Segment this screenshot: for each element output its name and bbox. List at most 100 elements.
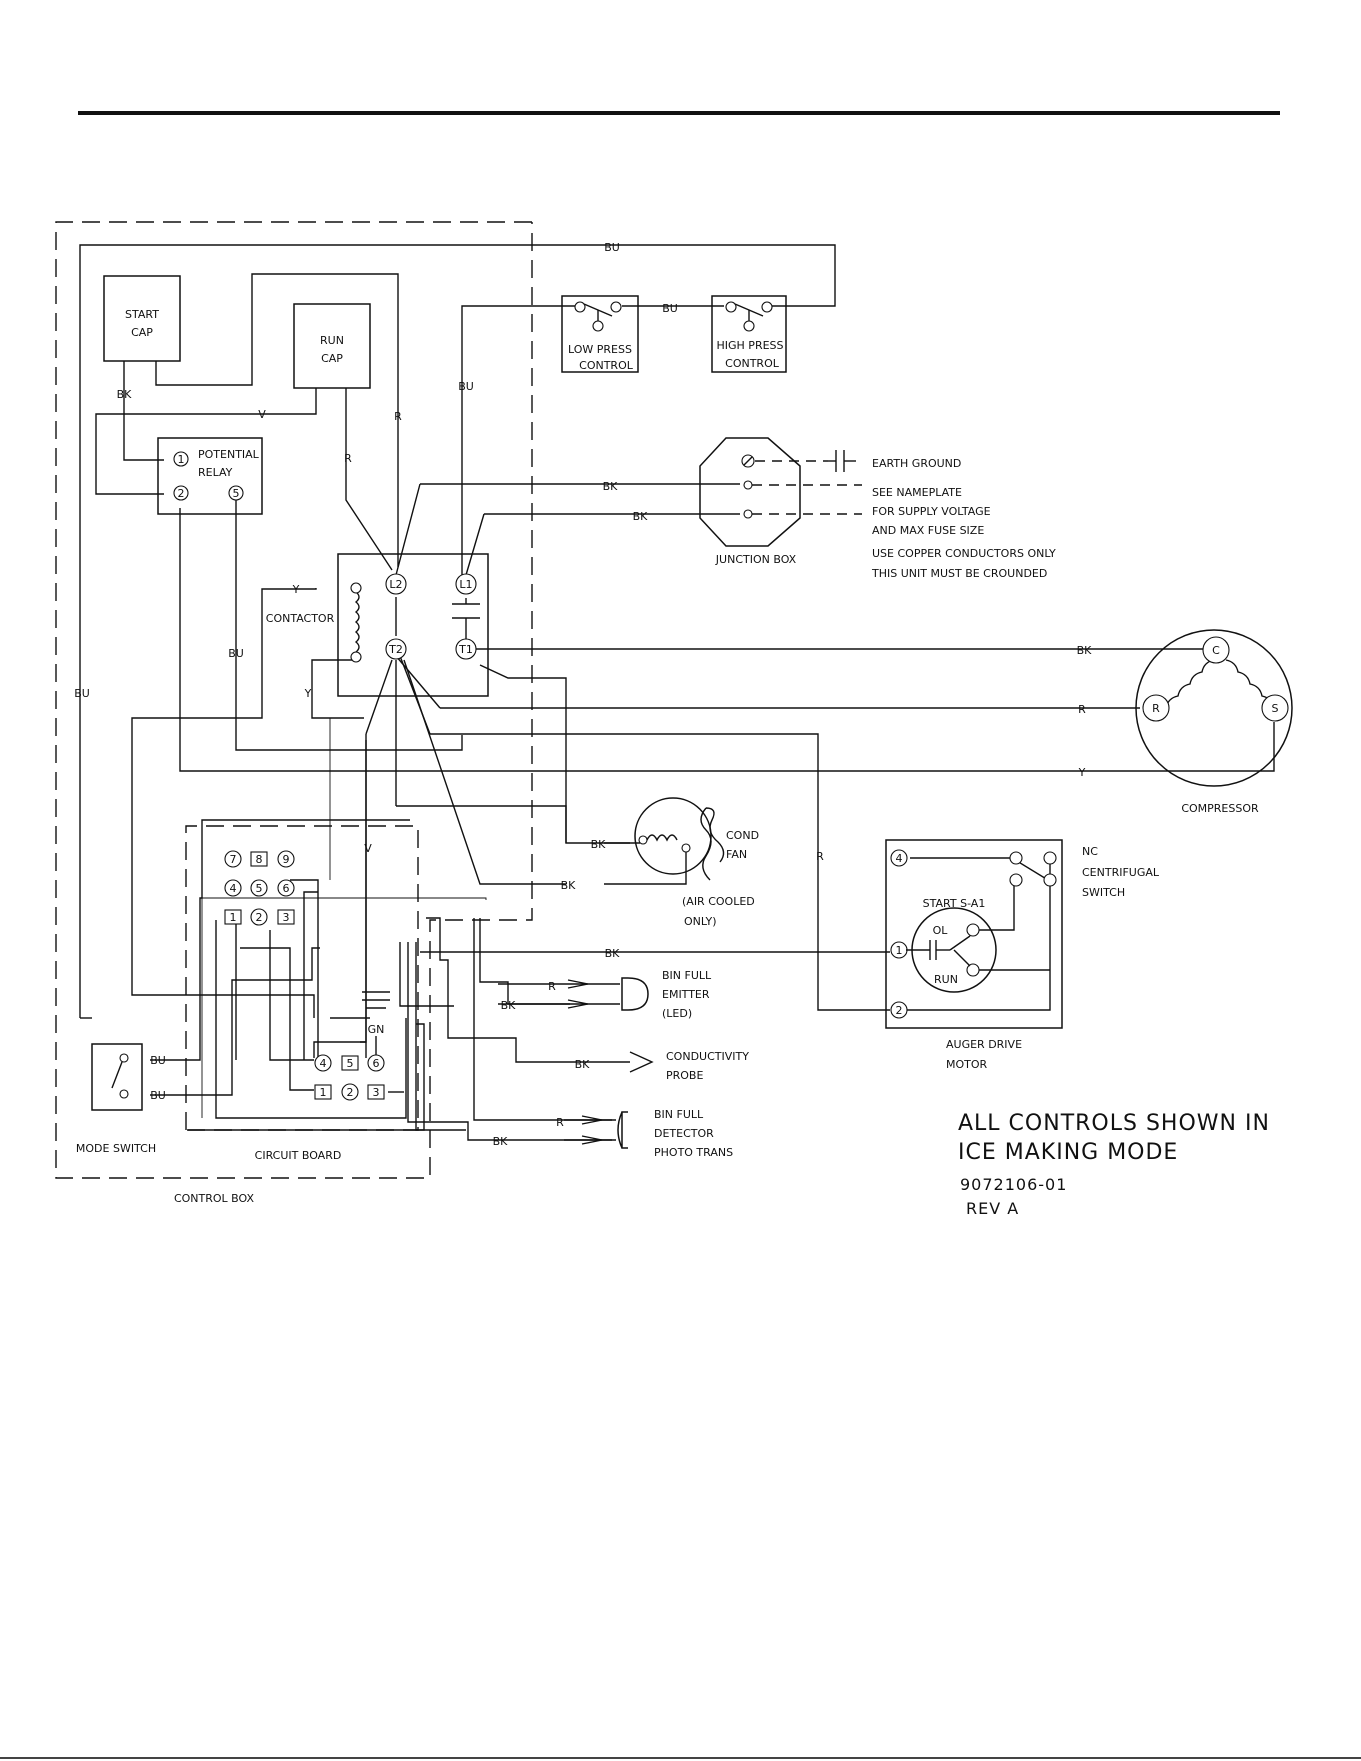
tag-r-startcap: R <box>394 410 402 423</box>
earth-ground-label: EARTH GROUND <box>872 457 961 470</box>
start-cap-label-1: START <box>125 308 159 321</box>
junction-note-4: USE COPPER CONDUCTORS ONLY <box>872 547 1056 560</box>
note-all-controls-1: ALL CONTROLS SHOWN IN <box>958 1111 1270 1136</box>
compressor-terminal-c: C <box>1212 644 1220 657</box>
tag-r-runcap: R <box>344 452 352 465</box>
emitter-label-3: (LED) <box>662 1007 692 1020</box>
low-press-control: LOW PRESS CONTROL <box>561 295 639 373</box>
tag-v-board: V <box>364 842 372 855</box>
junction-note-3: AND MAX FUSE SIZE <box>872 524 984 537</box>
tag-bu-mode-1: BU <box>150 1054 166 1067</box>
relay-terminal-1: 1 <box>178 453 185 466</box>
auger-terminal-2: 2 <box>896 1004 903 1017</box>
auger-terminal-1: 1 <box>896 944 903 957</box>
tag-r-auger: R <box>816 850 824 863</box>
auger-switch-label-2: CENTRIFUGAL <box>1082 866 1160 879</box>
cond-fan-label-1: COND <box>726 829 759 842</box>
wires <box>79 244 1275 1141</box>
tag-r-emitter: R <box>548 980 556 993</box>
tag-bu-press: BU <box>662 302 678 315</box>
compressor-terminal-r: R <box>1152 702 1160 715</box>
board-terminal-2a: 2 <box>256 911 263 924</box>
tag-bu-mode-2: BU <box>150 1089 166 1102</box>
tag-bk-fan-1: BK <box>591 838 607 851</box>
bin-full-emitter: BIN FULL EMITTER (LED) <box>567 969 712 1020</box>
tag-bk-fan-2: BK <box>561 879 577 892</box>
board-terminal-6a: 6 <box>283 882 290 895</box>
bin-full-detector: BIN FULL DETECTOR PHOTO TRANS <box>581 1108 733 1159</box>
tag-y-coil: Y <box>292 583 300 596</box>
tag-bk-emitter: BK <box>501 999 517 1012</box>
high-press-label-2: CONTROL <box>725 357 780 370</box>
tag-bu-down: BU <box>458 380 474 393</box>
diagram-notes: ALL CONTROLS SHOWN IN ICE MAKING MODE 90… <box>958 1111 1270 1218</box>
high-press-control: HIGH PRESS CONTROL <box>711 295 787 373</box>
cond-fan-label-2: FAN <box>726 848 747 861</box>
tag-bu-relay5: BU <box>228 647 244 660</box>
auger-terminal-4: 4 <box>896 852 903 865</box>
junction-note-2: FOR SUPPLY VOLTAGE <box>872 505 991 518</box>
junction-note-5: THIS UNIT MUST BE CROUNDED <box>871 567 1047 580</box>
compressor-label: COMPRESSOR <box>1181 802 1259 815</box>
contactor-terminal-l2: L2 <box>389 578 402 591</box>
cond-fan-note-1: (AIR COOLED <box>682 895 755 908</box>
detector-label-2: DETECTOR <box>654 1127 714 1140</box>
auger-drive-motor: 4 1 2 START S-A1 OL RUN NC CENTRIFUGAL S… <box>885 839 1160 1071</box>
auger-switch-label-3: SWITCH <box>1082 886 1125 899</box>
potential-relay-label-2: RELAY <box>198 466 233 479</box>
control-box-label: CONTROL BOX <box>174 1192 255 1205</box>
board-terminal-5a: 5 <box>256 882 263 895</box>
relay-terminal-2: 2 <box>178 487 185 500</box>
auger-ol-label: OL <box>933 924 949 937</box>
part-number: 9072106-01 <box>960 1175 1067 1194</box>
tag-bk-l1: BK <box>633 510 649 523</box>
board-terminal-1b: 1 <box>320 1086 327 1099</box>
tag-r-compressor: R <box>1078 703 1086 716</box>
compressor: C R S COMPRESSOR <box>1135 629 1293 815</box>
conductivity-probe: CONDUCTIVITY PROBE <box>629 1050 749 1082</box>
emitter-label-2: EMITTER <box>662 988 710 1001</box>
board-terminal-3b: 3 <box>373 1086 380 1099</box>
tag-bk-probe: BK <box>575 1058 591 1071</box>
contactor-label: CONTACTOR <box>266 612 335 625</box>
board-terminal-8: 8 <box>256 853 263 866</box>
board-terminal-6b: 6 <box>373 1057 380 1070</box>
board-terminal-9: 9 <box>283 853 290 866</box>
ground-label: GN <box>368 1023 385 1036</box>
contactor-terminal-t1: T1 <box>458 643 473 656</box>
relay-terminal-5: 5 <box>233 487 240 500</box>
board-terminal-7: 7 <box>230 853 237 866</box>
auger-run-label: RUN <box>934 973 958 986</box>
board-terminal-5b: 5 <box>347 1057 354 1070</box>
circuit-board: 7 8 9 4 5 6 1 2 3 4 5 6 1 2 3 GN <box>185 825 419 1162</box>
tag-bu-top: BU <box>604 241 620 254</box>
tag-bk-startcap: BK <box>117 388 133 401</box>
tag-y-coil-bottom: Y <box>304 687 312 700</box>
board-terminal-4a: 4 <box>230 882 237 895</box>
board-terminal-1a: 1 <box>230 911 237 924</box>
tag-v-runcap: V <box>258 408 266 421</box>
detector-label-1: BIN FULL <box>654 1108 704 1121</box>
wire-color-tags: BU BU BU BK V R R BK BK Y BU BU Y BK R Y… <box>74 241 1092 1148</box>
start-cap: START CAP <box>103 275 181 362</box>
tag-y-compressor: Y <box>1078 766 1086 779</box>
auger-label-1: AUGER DRIVE <box>946 1038 1022 1051</box>
probe-label-1: CONDUCTIVITY <box>666 1050 749 1063</box>
low-press-label-1: LOW PRESS <box>568 343 632 356</box>
compressor-terminal-s: S <box>1272 702 1279 715</box>
run-cap: RUN CAP <box>293 303 371 389</box>
board-terminal-2b: 2 <box>347 1086 354 1099</box>
cond-fan: COND FAN (AIR COOLED ONLY) <box>634 797 759 928</box>
auger-label-2: MOTOR <box>946 1058 988 1071</box>
contactor-terminal-l1: L1 <box>459 578 472 591</box>
tag-bu-left: BU <box>74 687 90 700</box>
cond-fan-note-2: ONLY) <box>684 915 717 928</box>
run-cap-label-2: CAP <box>321 352 343 365</box>
run-cap-label-1: RUN <box>320 334 344 347</box>
low-press-label-2: CONTROL <box>579 359 634 372</box>
auger-start-label: START S-A1 <box>923 897 986 910</box>
board-terminal-3a: 3 <box>283 911 290 924</box>
tag-r-detector: R <box>556 1116 564 1129</box>
detector-label-3: PHOTO TRANS <box>654 1146 733 1159</box>
probe-label-2: PROBE <box>666 1069 703 1082</box>
